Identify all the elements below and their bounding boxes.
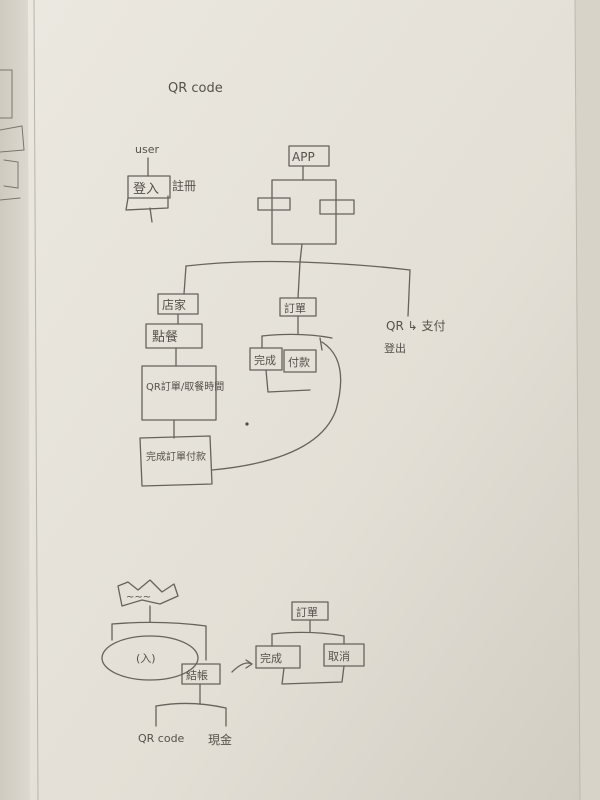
right-branch-line2: 登出 xyxy=(384,341,406,355)
page-fold xyxy=(574,0,581,800)
option-qrcode: QR code xyxy=(138,732,185,745)
bottom-left-flow: ~~~ (入) 結帳 QR code 現金 xyxy=(101,579,253,747)
page-title: QR code xyxy=(168,81,223,96)
main-branch-lines xyxy=(183,260,411,317)
middle-branch: 訂單 完成 付款 xyxy=(211,297,342,471)
flow-label-complete: 完成訂單付款 xyxy=(146,450,206,463)
loop-arrow xyxy=(211,341,342,471)
bottom-cancel-label: 取消 xyxy=(328,649,350,663)
flow-box-complete xyxy=(139,435,213,487)
ink-dot xyxy=(245,422,249,426)
bottom-order-label: 訂單 xyxy=(296,605,318,619)
checkout-box xyxy=(181,663,221,685)
login-box-label: 登入 xyxy=(133,182,159,197)
register-label: 註冊 xyxy=(172,179,196,193)
middle-right-label: 付款 xyxy=(288,355,310,369)
flow-box-order xyxy=(145,323,203,349)
login-box xyxy=(127,175,171,199)
right-branch: QR ↳ 支付 登出 xyxy=(384,319,445,355)
flow-label-qr-time: QR訂單/取餐時間 xyxy=(146,380,224,393)
app-label: APP xyxy=(292,150,315,164)
app-component-box xyxy=(271,179,337,245)
bottom-right-flow: 訂單 完成 取消 xyxy=(255,601,365,685)
flow-label-store: 店家 xyxy=(162,297,186,312)
scribble-header xyxy=(117,579,179,607)
app-group: APP xyxy=(257,145,355,263)
circle-node xyxy=(101,635,199,681)
left-page-fragments xyxy=(0,69,25,201)
binding-line xyxy=(33,0,39,800)
user-login-group: user 登入 註冊 xyxy=(125,143,196,223)
option-cash: 現金 xyxy=(208,732,232,747)
user-label: user xyxy=(135,143,159,156)
main-page xyxy=(28,0,580,800)
app-left-port xyxy=(257,197,291,211)
flow-box-qr-time xyxy=(141,365,217,421)
app-right-port xyxy=(319,199,355,215)
scribble-text: ~~~ xyxy=(126,592,151,603)
circle-node-text: (入) xyxy=(136,652,156,665)
left-flow: 店家 點餐 QR訂單/取餐時間 完成訂單付款 xyxy=(139,293,224,487)
bottom-complete-box xyxy=(255,645,301,669)
checkout-label: 結帳 xyxy=(186,668,208,682)
middle-top-label: 訂單 xyxy=(284,301,306,315)
right-branch-line1: QR ↳ 支付 xyxy=(386,319,445,333)
middle-right-box xyxy=(283,349,317,373)
bottom-complete-label: 完成 xyxy=(260,651,282,665)
bottom-return-line xyxy=(281,665,345,685)
right-page-edge xyxy=(575,0,600,800)
app-box xyxy=(288,145,330,167)
flow-label-order: 點餐 xyxy=(152,329,178,345)
middle-left-label: 完成 xyxy=(254,353,276,367)
